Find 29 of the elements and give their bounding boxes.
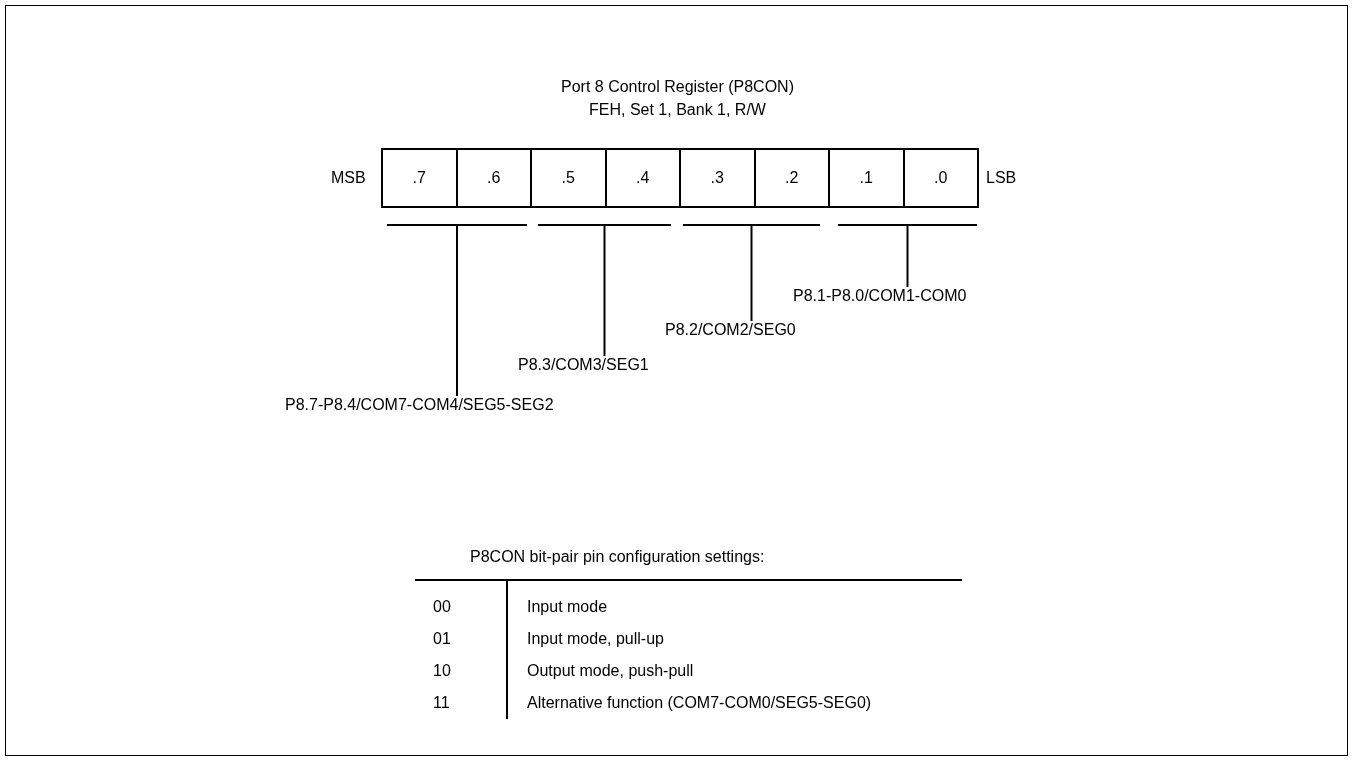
setting-description: Output mode, push-pull — [527, 662, 694, 680]
table-heading: P8CON bit-pair pin configuration settings: — [470, 548, 765, 566]
bit-cell: .7 — [381, 148, 458, 208]
register-title: Port 8 Control Register (P8CON) — [560, 78, 795, 96]
leader-line — [456, 225, 458, 397]
pin-function-label: P8.3/COM3/SEG1 — [518, 356, 649, 374]
pin-function-label: P8.1-P8.0/COM1-COM0 — [793, 287, 967, 305]
bit-cell: .0 — [902, 148, 979, 208]
bit-cell: .3 — [679, 148, 756, 208]
setting-code: 00 — [433, 598, 451, 616]
register-address: FEH, Set 1, Bank 1, R/W — [588, 101, 767, 119]
msb-label: MSB — [331, 169, 366, 187]
setting-description: Input mode — [527, 598, 608, 616]
bit-cell: .5 — [530, 148, 607, 208]
bit-cell: .1 — [828, 148, 905, 208]
pin-function-label: P8.7-P8.4/COM7-COM4/SEG5-SEG2 — [285, 396, 554, 414]
leader-line — [603, 225, 606, 357]
setting-code: 11 — [433, 694, 450, 712]
bit-cell: .4 — [604, 148, 681, 208]
setting-code: 01 — [433, 630, 451, 648]
setting-description: Alternative function (COM7-COM0/SEG5-SEG0) — [527, 694, 872, 712]
setting-code: 10 — [433, 662, 451, 680]
bit-cell: .6 — [455, 148, 532, 208]
setting-description: Input mode, pull-up — [527, 630, 664, 648]
leader-line — [750, 225, 753, 322]
leader-line — [906, 225, 909, 288]
bit-cell: .2 — [753, 148, 830, 208]
pin-function-label: P8.2/COM2/SEG0 — [665, 321, 796, 339]
lsb-label: LSB — [986, 169, 1017, 187]
